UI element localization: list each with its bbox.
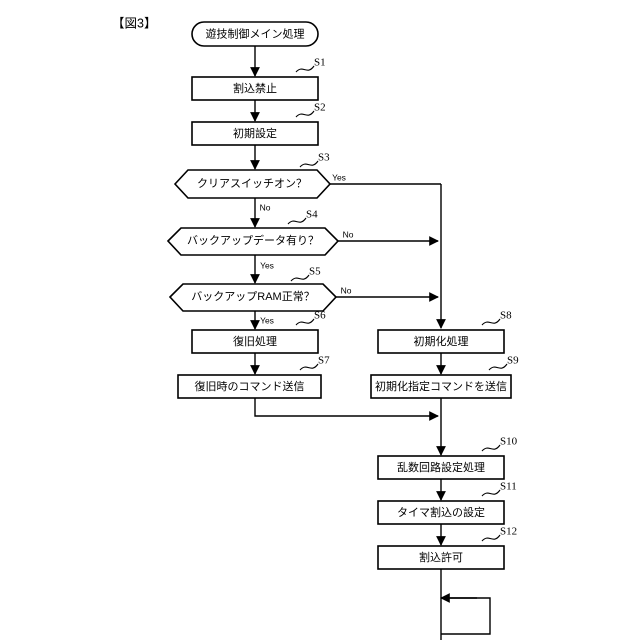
edge-label-s5-yes: Yes bbox=[260, 315, 274, 325]
step-label-s8: S8 bbox=[500, 310, 512, 322]
edge-label-s3-no: No bbox=[260, 202, 271, 212]
leader-s12 bbox=[481, 534, 501, 542]
node-s6-label: 復旧処理 bbox=[233, 335, 277, 348]
node-s8[interactable]: 初期化処理 bbox=[377, 329, 505, 354]
edge-label-s3-yes: Yes bbox=[332, 172, 346, 182]
step-label-s6: S6 bbox=[314, 310, 326, 322]
node-start[interactable]: 遊技制御メイン処理 bbox=[191, 21, 319, 47]
node-s12[interactable]: 割込許可 bbox=[377, 545, 505, 570]
node-s1-label: 割込禁止 bbox=[233, 81, 277, 95]
step-label-s9: S9 bbox=[507, 355, 519, 367]
step-label-s12: S12 bbox=[500, 526, 517, 538]
node-s10-label: 乱数回路設定処理 bbox=[397, 460, 485, 474]
node-s12-label: 割込許可 bbox=[419, 550, 463, 564]
edge-label-s4-no: No bbox=[343, 229, 354, 239]
node-s4[interactable]: バックアップデータ有り？ bbox=[166, 227, 340, 256]
leader-s1 bbox=[295, 65, 315, 73]
node-s3-label: クリアスイッチオン？ bbox=[197, 177, 307, 190]
leader-s7 bbox=[299, 363, 319, 371]
node-s6[interactable]: 復旧処理 bbox=[191, 329, 319, 354]
step-label-s5: S5 bbox=[309, 266, 321, 278]
node-s2-label: 初期設定 bbox=[233, 126, 277, 140]
edge-label-s4-yes: Yes bbox=[260, 260, 274, 270]
leader-s3 bbox=[299, 160, 319, 168]
node-s1[interactable]: 割込禁止 bbox=[191, 76, 319, 101]
node-s7-label: 復旧時のコマンド送信 bbox=[195, 379, 305, 393]
node-s7[interactable]: 復旧時のコマンド送信 bbox=[177, 374, 322, 399]
step-label-s4: S4 bbox=[306, 209, 318, 221]
node-s5-label: バックアップRAM正常？ bbox=[191, 290, 314, 303]
leader-s10 bbox=[481, 444, 501, 452]
node-start-label: 遊技制御メイン処理 bbox=[206, 26, 305, 40]
node-s8-label: 初期化処理 bbox=[414, 334, 469, 348]
step-label-s3: S3 bbox=[318, 152, 330, 164]
node-s11-label: タイマ割込の設定 bbox=[397, 505, 485, 519]
edge-label-s5-no: No bbox=[341, 285, 352, 295]
step-label-s10: S10 bbox=[500, 436, 518, 448]
step-label-s11: S11 bbox=[500, 481, 517, 493]
node-s9[interactable]: 初期化指定コマンドを送信 bbox=[370, 374, 512, 399]
connector-s7-to-right-rail bbox=[254, 398, 439, 421]
step-label-s2: S2 bbox=[314, 102, 326, 114]
node-s10[interactable]: 乱数回路設定処理 bbox=[377, 455, 505, 480]
leader-s4 bbox=[287, 217, 307, 225]
leader-s5 bbox=[290, 274, 310, 282]
step-label-s7: S7 bbox=[318, 355, 330, 367]
node-s3[interactable]: クリアスイッチオン？ bbox=[173, 169, 332, 199]
node-s11[interactable]: タイマ割込の設定 bbox=[377, 500, 505, 525]
node-s4-label: バックアップデータ有り？ bbox=[187, 233, 319, 247]
step-label-s1: S1 bbox=[314, 57, 326, 69]
leader-s2 bbox=[295, 110, 315, 118]
node-s9-label: 初期化指定コマンドを送信 bbox=[375, 379, 507, 393]
leader-s11 bbox=[481, 489, 501, 497]
node-s2[interactable]: 初期設定 bbox=[191, 121, 319, 146]
figure-caption: 【図3】 bbox=[112, 16, 156, 30]
node-s5[interactable]: バックアップRAM正常？ bbox=[168, 283, 338, 312]
leader-s6 bbox=[295, 318, 315, 326]
connector-loop-back bbox=[441, 597, 491, 635]
leader-s9 bbox=[488, 363, 508, 371]
leader-s8 bbox=[481, 318, 501, 326]
